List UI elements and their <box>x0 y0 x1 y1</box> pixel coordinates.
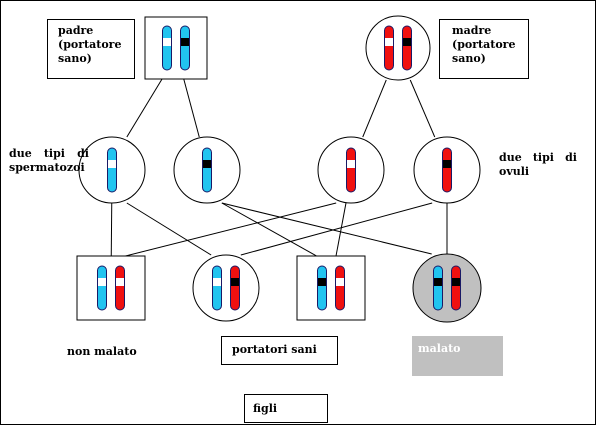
recessive-allele-band <box>203 160 211 168</box>
lineage-line <box>335 202 347 257</box>
recessive-allele-band <box>452 278 460 286</box>
paternal-chromosome <box>180 25 190 71</box>
lineage-line <box>221 202 432 255</box>
cell-circle <box>365 15 431 81</box>
figlio-3-node <box>296 255 366 321</box>
mother-label: madre (portatore sano) <box>439 19 529 79</box>
sperm-1-node <box>78 136 146 204</box>
egg-types-label: due tipi di ovuli <box>499 151 577 178</box>
paternal-chromosome <box>202 147 212 193</box>
cell-square <box>76 255 146 321</box>
lineage-line <box>110 202 113 257</box>
maternal-chromosome <box>346 147 356 193</box>
paternal-chromosome <box>212 265 222 311</box>
dominant-allele-band <box>116 278 124 286</box>
children-label: figli <box>244 394 328 423</box>
cell-square <box>296 255 366 321</box>
ovulo-2-node <box>413 136 481 204</box>
sperm-types-label: due tipi di spermatozoi <box>9 147 89 174</box>
cell-square <box>144 16 208 80</box>
paternal-chromosome <box>317 265 327 311</box>
maternal-chromosome <box>451 265 461 311</box>
ovulo-1-node <box>317 136 385 204</box>
maternal-chromosome <box>442 147 452 193</box>
maternal-chromosome <box>384 25 394 71</box>
figlio-4-node <box>412 253 482 323</box>
healthy-carriers-label: portatori sani <box>221 336 338 365</box>
padre-node <box>144 16 208 80</box>
cell-circle <box>412 253 482 323</box>
lineage-line <box>183 78 200 138</box>
dominant-allele-band <box>385 38 393 46</box>
recessive-allele-band <box>231 278 239 286</box>
lineage-line <box>221 202 317 257</box>
not-affected-label: non malato <box>67 345 137 358</box>
lineage-line <box>409 79 436 138</box>
dominant-allele-band <box>213 278 221 286</box>
dominant-allele-band <box>336 278 344 286</box>
dominant-allele-band <box>98 278 106 286</box>
dominant-allele-band <box>347 160 355 168</box>
recessive-allele-band <box>434 278 442 286</box>
cell-circle <box>192 254 260 322</box>
lineage-line <box>240 202 433 256</box>
lineage-line <box>126 78 163 138</box>
paternal-chromosome <box>107 147 117 193</box>
figlio-1-node <box>76 255 146 321</box>
sperm-2-node <box>173 136 241 204</box>
lineage-line <box>362 79 387 138</box>
recessive-allele-band <box>318 278 326 286</box>
dominant-allele-band <box>163 38 171 46</box>
recessive-allele-band <box>181 38 189 46</box>
recessive-allele-band <box>403 38 411 46</box>
paternal-chromosome <box>162 25 172 71</box>
edge-layer <box>110 78 448 257</box>
dominant-allele-band <box>108 160 116 168</box>
madre-node <box>365 15 431 81</box>
affected-label: malato <box>412 336 503 376</box>
maternal-chromosome <box>402 25 412 71</box>
lineage-line <box>126 202 212 256</box>
father-label: padre (portatore sano) <box>47 19 135 79</box>
maternal-chromosome <box>335 265 345 311</box>
recessive-allele-band <box>443 160 451 168</box>
maternal-chromosome <box>230 265 240 311</box>
lineage-line <box>125 202 337 257</box>
figlio-2-node <box>192 254 260 322</box>
paternal-chromosome <box>97 265 107 311</box>
paternal-chromosome <box>433 265 443 311</box>
maternal-chromosome <box>115 265 125 311</box>
